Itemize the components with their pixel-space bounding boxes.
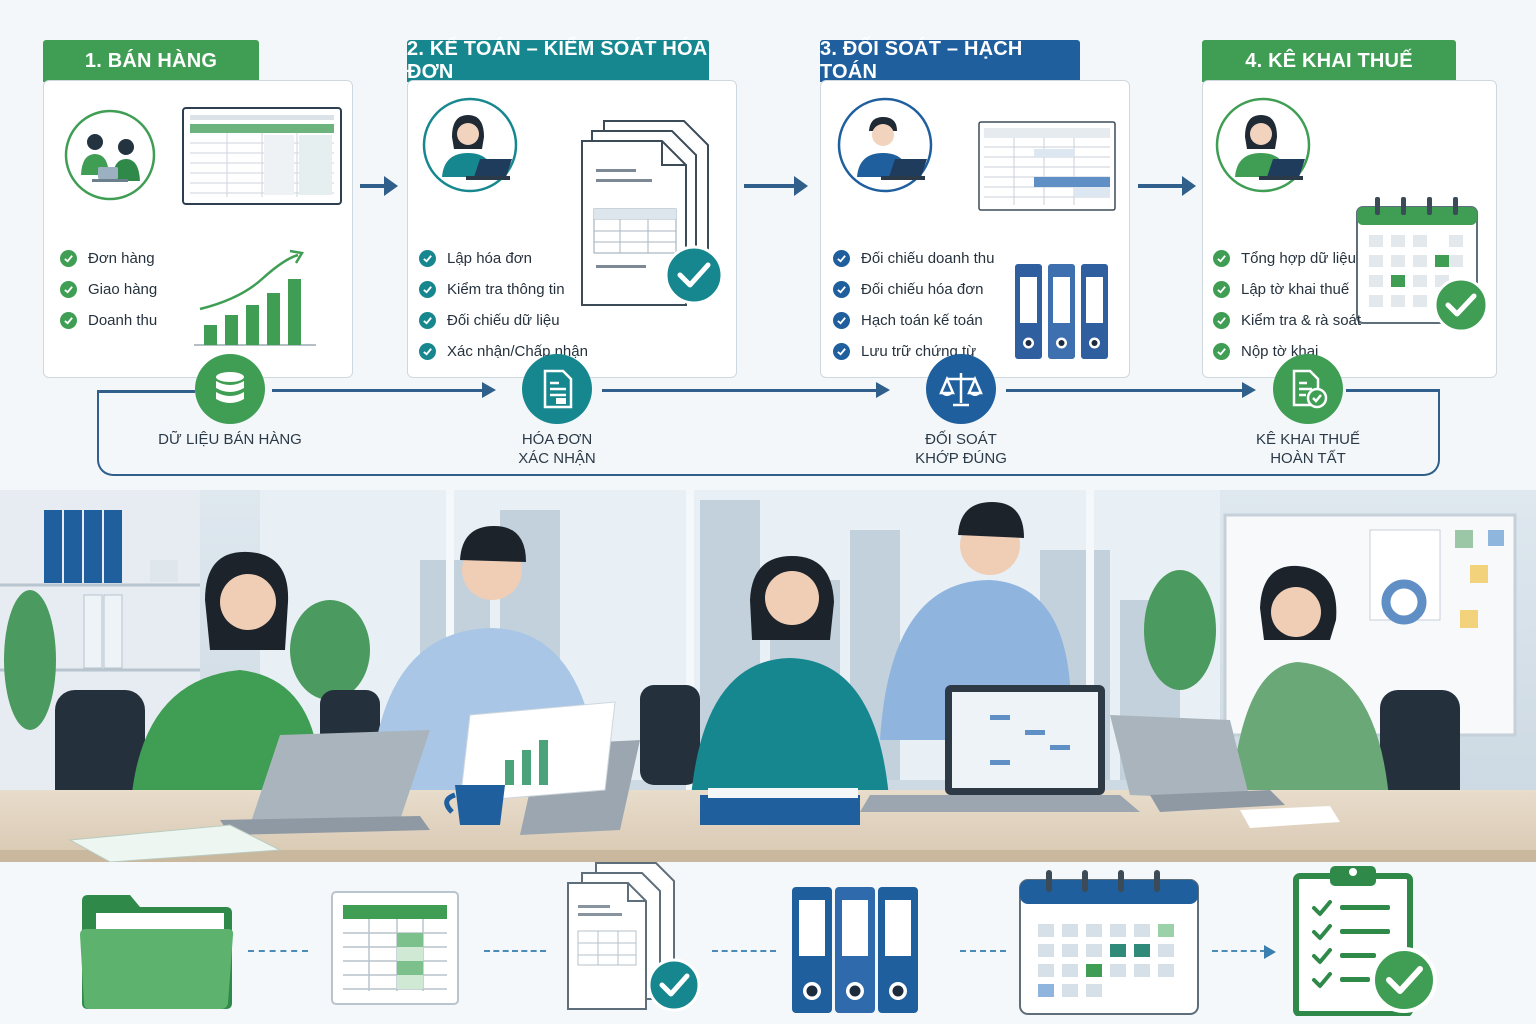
flow-label: DỮ LIỆU BÁN HÀNG bbox=[158, 431, 302, 448]
check-icon bbox=[60, 250, 77, 267]
check-icon bbox=[419, 250, 436, 267]
list-item: Kiểm tra & rà soát bbox=[1213, 305, 1361, 336]
list-item: Giao hàng bbox=[60, 274, 157, 305]
tax-doc-icon bbox=[1273, 354, 1343, 424]
check-icon bbox=[833, 343, 850, 360]
binders-icon bbox=[1014, 263, 1110, 366]
spreadsheet-icon bbox=[331, 891, 459, 1010]
check-icon bbox=[1213, 281, 1230, 298]
flow-label: ĐỐI SOÁT bbox=[925, 431, 997, 448]
flow-arrow-head bbox=[1242, 382, 1256, 398]
invoice-documents-icon bbox=[580, 119, 730, 314]
dashed-connector bbox=[1212, 950, 1266, 952]
arrow-right-icon bbox=[1138, 172, 1198, 205]
dashed-connector bbox=[960, 950, 1006, 952]
flow-frame bbox=[97, 390, 1440, 476]
approved-documents-icon bbox=[566, 861, 702, 1018]
flow-frame-edge bbox=[97, 390, 195, 393]
stage-card: Tổng hợp dữ liệu Lập tờ khai thuế Kiểm t… bbox=[1202, 80, 1497, 378]
list-item: Đơn hàng bbox=[60, 243, 157, 274]
stage-checklist: Tổng hợp dữ liệu Lập tờ khai thuế Kiểm t… bbox=[1213, 243, 1361, 367]
folder-icon bbox=[78, 893, 236, 1016]
sales-spreadsheet bbox=[182, 107, 342, 210]
flow-arrow-head bbox=[482, 382, 496, 398]
flow-label: HÓA ĐƠN bbox=[521, 431, 593, 448]
office-team-illustration bbox=[0, 490, 1536, 862]
dashed-connector bbox=[712, 950, 776, 952]
flow-step-reconciled: ĐỐI SOÁT KHỚP ĐÚNG bbox=[876, 354, 1046, 468]
list-item: Đối chiếu dữ liệu bbox=[419, 305, 588, 336]
flow-label: HOÀN TẤT bbox=[1270, 450, 1346, 467]
flow-connector bbox=[272, 389, 484, 392]
flow-step-invoice-confirmed: HÓA ĐƠN XÁC NHẬN bbox=[472, 354, 642, 468]
binders-icon bbox=[791, 886, 935, 1019]
avatar bbox=[422, 97, 518, 198]
check-icon bbox=[419, 312, 436, 329]
list-item: Kiểm tra thông tin bbox=[419, 274, 588, 305]
reconciliation-spreadsheet bbox=[978, 121, 1116, 216]
list-item: Hạch toán kế toán bbox=[833, 305, 994, 336]
check-icon bbox=[833, 312, 850, 329]
check-icon bbox=[833, 250, 850, 267]
list-item: Tổng hợp dữ liệu bbox=[1213, 243, 1361, 274]
stage-checklist: Lập hóa đơn Kiểm tra thông tin Đối chiếu… bbox=[419, 243, 588, 367]
check-icon bbox=[60, 281, 77, 298]
calendar-check-icon bbox=[1355, 195, 1491, 338]
dashed-connector bbox=[484, 950, 546, 952]
check-icon bbox=[833, 281, 850, 298]
flow-step-sales-data: DỮ LIỆU BÁN HÀNG bbox=[145, 354, 315, 449]
scale-icon bbox=[926, 354, 996, 424]
dashed-arrow-head bbox=[1264, 945, 1276, 959]
flow-label: XÁC NHẬN bbox=[518, 450, 596, 467]
stage-card: Lập hóa đơn Kiểm tra thông tin Đối chiếu… bbox=[407, 80, 737, 378]
flow-label: KÊ KHAI THUẾ bbox=[1256, 431, 1360, 448]
stage-card: Đối chiếu doanh thu Đối chiếu hóa đơn Hạ… bbox=[820, 80, 1130, 378]
flow-arrow-head bbox=[876, 382, 890, 398]
list-item: Lập hóa đơn bbox=[419, 243, 588, 274]
check-icon bbox=[1213, 343, 1230, 360]
calendar-icon bbox=[1018, 868, 1200, 1021]
check-icon bbox=[419, 281, 436, 298]
avatar bbox=[1215, 97, 1311, 198]
stage-card: Đơn hàng Giao hàng Doanh thu bbox=[43, 80, 353, 378]
avatar bbox=[64, 109, 156, 206]
check-icon bbox=[1213, 312, 1230, 329]
stage-title: 1. BÁN HÀNG bbox=[43, 40, 259, 82]
avatar bbox=[837, 97, 933, 198]
flow-connector bbox=[1006, 389, 1244, 392]
list-item: Đối chiếu doanh thu bbox=[833, 243, 994, 274]
flow-step-tax-completed: KÊ KHAI THUẾ HOÀN TẤT bbox=[1223, 354, 1393, 468]
flow-connector bbox=[1346, 389, 1440, 392]
check-icon bbox=[419, 343, 436, 360]
invoice-icon bbox=[522, 354, 592, 424]
growth-chart-icon bbox=[190, 229, 318, 356]
list-item: Doanh thu bbox=[60, 305, 157, 336]
arrow-right-icon bbox=[744, 172, 810, 205]
stage-title: 3. ĐỐI SOÁT – HẠCH TOÁN bbox=[820, 38, 1080, 83]
checklist-icon bbox=[1292, 862, 1438, 1021]
list-item: Lập tờ khai thuế bbox=[1213, 274, 1361, 305]
stage-title: 4. KÊ KHAI THUẾ bbox=[1202, 40, 1456, 82]
bottom-icon-strip bbox=[0, 862, 1536, 1024]
flow-connector bbox=[602, 389, 878, 392]
list-item: Đối chiếu hóa đơn bbox=[833, 274, 994, 305]
flow-label: KHỚP ĐÚNG bbox=[915, 450, 1007, 467]
check-icon bbox=[1213, 250, 1230, 267]
check-icon bbox=[60, 312, 77, 329]
stage-title: 2. KẾ TOÁN – KIỂM SOÁT HÓA ĐƠN bbox=[407, 38, 709, 83]
stage-checklist: Đơn hàng Giao hàng Doanh thu bbox=[60, 243, 157, 336]
database-icon bbox=[195, 354, 265, 424]
arrow-right-icon bbox=[360, 172, 400, 205]
dashed-connector bbox=[248, 950, 308, 952]
stage-checklist: Đối chiếu doanh thu Đối chiếu hóa đơn Hạ… bbox=[833, 243, 994, 367]
